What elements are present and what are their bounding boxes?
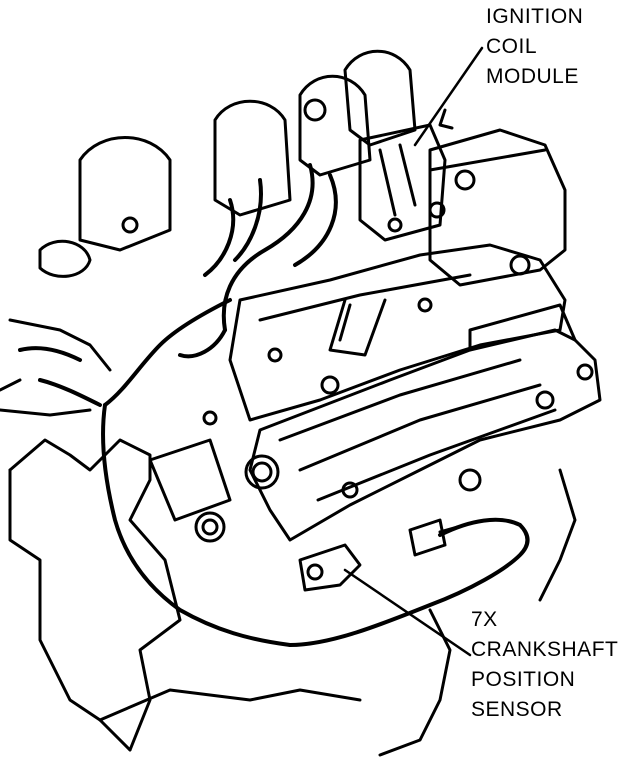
- intake-runners: [78, 49, 567, 287]
- ignition-coil-module-callout: IGNITION COIL MODULE: [486, 2, 583, 92]
- ignition-coil-leader: [413, 46, 484, 147]
- leader-lines: [343, 46, 484, 657]
- crankshaft-sensor-callout: 7X CRANKSHAFT POSITION SENSOR: [471, 605, 618, 725]
- callout-line: IGNITION: [486, 5, 584, 28]
- sensor-harness: [18, 346, 530, 647]
- callout-line: CRANKSHAFT: [471, 638, 619, 661]
- manifold-plate: [228, 243, 567, 422]
- crankshaft-sensor-leader: [343, 568, 472, 657]
- callout-line: MODULE: [486, 65, 579, 88]
- spark-plug-wires: [103, 163, 338, 407]
- engine-hardware: [0, 98, 594, 543]
- callout-line: SENSOR: [471, 698, 563, 721]
- crankshaft-position-sensor: [298, 518, 467, 592]
- callout-line: COIL: [486, 35, 538, 58]
- callout-line: 7X: [471, 608, 498, 631]
- ignition-coil-module: [358, 108, 476, 242]
- callout-line: POSITION: [471, 668, 576, 691]
- valve-cover: [248, 303, 602, 542]
